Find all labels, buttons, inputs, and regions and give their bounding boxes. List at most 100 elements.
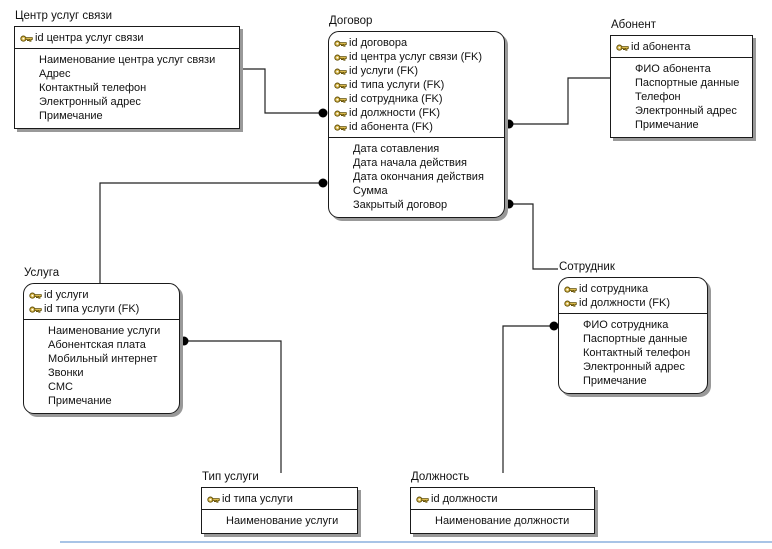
attribute-name: Сумма <box>353 185 388 197</box>
entity-title: Договор <box>329 15 373 27</box>
attribute-name: ФИО абонента <box>635 63 711 75</box>
attribute-name: Паспортные данные <box>583 333 688 345</box>
attribute-name: Дата окончания действия <box>353 171 484 183</box>
entity-title: Услуга <box>24 267 60 279</box>
attribute-name: Контактный телефон <box>39 82 147 94</box>
attribute-name: Дата начала действия <box>353 157 467 169</box>
entity-title: Центр услуг связи <box>15 10 112 22</box>
key-attribute-name: id сотрудника <box>579 283 649 295</box>
relationship-service-center-contract[interactable] <box>240 68 328 118</box>
key-attribute-name: id центра услуг связи (FK) <box>349 51 482 63</box>
attribute-name: Дата сотавления <box>353 143 440 155</box>
attribute-name: СМС <box>48 381 73 393</box>
key-attribute-row: id услуги <box>29 288 175 302</box>
key-icon <box>29 304 42 315</box>
key-icon <box>616 42 629 53</box>
attribute-name: Электронный адрес <box>39 96 141 108</box>
entity-service-type[interactable]: Тип услуги id типа услуги Наименование у… <box>201 471 358 534</box>
key-attribute-row: id типа услуги (FK) <box>29 302 175 316</box>
attributes-section: Наименование должности <box>411 509 594 533</box>
key-attribute-row: id центра услуг связи <box>20 31 235 45</box>
key-attribute-row: id договора <box>334 36 500 50</box>
key-icon <box>334 122 347 133</box>
attribute-name: Примечание <box>635 119 699 131</box>
attribute-name: Адрес <box>39 68 71 80</box>
child-end-dot <box>179 336 189 346</box>
key-icon <box>416 494 429 505</box>
attribute-name: Наименование центра услуг связи <box>39 54 216 66</box>
attribute-name: Наименование услуги <box>48 325 161 337</box>
key-attribute-name: id услуги <box>44 289 89 301</box>
entity-title: Абонент <box>611 19 657 31</box>
entity-title: Должность <box>411 471 470 483</box>
primary-key-section: id центра услуг связи <box>15 27 239 48</box>
key-icon <box>564 298 577 309</box>
key-attribute-row: id центра услуг связи (FK) <box>334 50 500 64</box>
key-icon <box>564 284 577 295</box>
key-attribute-name: id должности (FK) <box>349 107 441 119</box>
entity-employee[interactable]: Сотрудник id сотрудника id должности (FK… <box>558 261 708 394</box>
key-icon <box>334 66 347 77</box>
attribute-name: Паспортные данные <box>635 77 740 89</box>
attribute-name: Примечание <box>583 375 647 387</box>
relationship-service-type-service[interactable] <box>179 336 282 474</box>
attribute-name: Мобильный интернет <box>48 353 158 365</box>
key-attribute-name: id абонента <box>631 41 691 53</box>
key-icon <box>334 38 347 49</box>
primary-key-section: id договора id центра услуг связи (FK) i… <box>329 32 504 137</box>
attribute-name: Примечание <box>48 395 112 407</box>
key-attribute-row: id должности <box>416 492 590 506</box>
child-end-dot <box>318 178 328 188</box>
entity-title: Тип услуги <box>202 471 259 483</box>
key-attribute-row: id должности (FK) <box>564 296 703 310</box>
key-attribute-name: id типа услуги (FK) <box>44 303 140 315</box>
key-icon <box>20 33 33 44</box>
key-icon <box>334 108 347 119</box>
key-attribute-row: id абонента <box>616 40 748 54</box>
key-attribute-name: id услуги (FK) <box>349 65 419 77</box>
child-end-dot <box>549 321 559 331</box>
entity-contract[interactable]: Договор id договора id центра услуг связ… <box>328 15 505 218</box>
key-attribute-name: id абонента (FK) <box>349 121 433 133</box>
primary-key-section: id должности <box>411 488 594 509</box>
key-attribute-row: id сотрудника <box>564 282 703 296</box>
key-attribute-row: id должности (FK) <box>334 106 500 120</box>
entity-service[interactable]: Услуга id услуги id типа услуги (FK) Наи… <box>23 267 180 414</box>
attributes-section: Наименование услуги <box>202 509 357 533</box>
relationship-position-employee[interactable] <box>502 321 559 474</box>
key-attribute-name: id должности (FK) <box>579 297 671 309</box>
attribute-name: ФИО сотрудника <box>583 319 669 331</box>
child-end-dot <box>504 119 514 129</box>
relationship-service-contract[interactable] <box>99 178 328 284</box>
key-attribute-row: id сотрудника (FK) <box>334 92 500 106</box>
attribute-name: Абонентская плата <box>48 339 146 351</box>
child-end-dot <box>318 108 328 118</box>
key-attribute-name: id сотрудника (FK) <box>349 93 443 105</box>
entity-position[interactable]: Должность id должности Наименование долж… <box>410 471 595 534</box>
key-attribute-name: id должности <box>431 493 498 505</box>
entity-service-center[interactable]: Центр услуг связи id центра услуг связи … <box>14 10 240 129</box>
key-attribute-row: id услуги (FK) <box>334 64 500 78</box>
relationship-subscriber-contract[interactable] <box>504 77 611 129</box>
attribute-name: Примечание <box>39 110 103 122</box>
attribute-name: Наименование услуги <box>226 515 339 527</box>
primary-key-section: id абонента <box>611 36 752 57</box>
attribute-name: Контактный телефон <box>583 347 691 359</box>
attribute-name: Телефон <box>635 91 681 103</box>
entity-title: Сотрудник <box>559 261 615 273</box>
key-icon <box>334 52 347 63</box>
attribute-name: Закрытый договор <box>353 199 448 211</box>
key-icon <box>334 94 347 105</box>
primary-key-section: id услуги id типа услуги (FK) <box>24 284 179 319</box>
relationship-employee-contract[interactable] <box>504 199 559 270</box>
attribute-name: Звонки <box>48 367 84 379</box>
attribute-name: Наименование должности <box>435 515 570 527</box>
